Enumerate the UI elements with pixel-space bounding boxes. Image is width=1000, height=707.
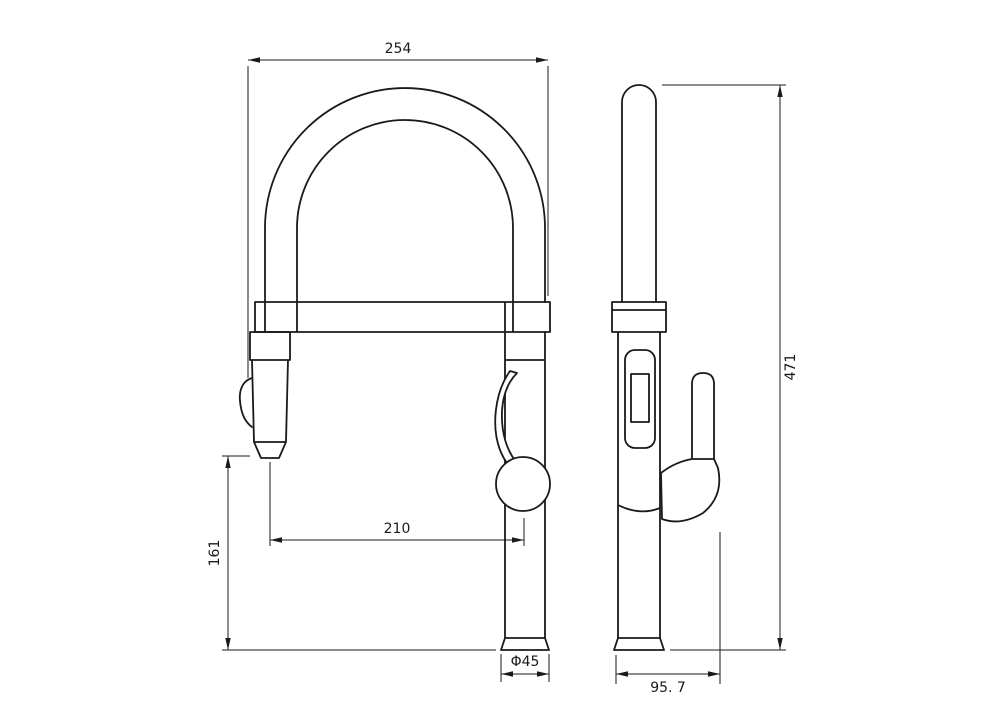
- ball-joint: [495, 456, 551, 512]
- spray-trigger: [238, 377, 253, 428]
- side-handle: [660, 372, 721, 523]
- spout-arc: [264, 87, 546, 303]
- collar: [611, 301, 667, 333]
- spray-head: [249, 331, 291, 459]
- holder-bracket: [254, 301, 551, 333]
- dim-label-top-width: 254: [385, 41, 412, 57]
- dim-label-spray-clearance: 161: [207, 540, 223, 567]
- spray-face-plate: [624, 349, 656, 449]
- dim-label-spout-reach: 210: [384, 521, 411, 537]
- extension-lines: [222, 66, 786, 684]
- riser-pipe: [621, 84, 657, 303]
- dim-label-base-diameter: Φ45: [511, 654, 540, 670]
- faucet-body-column: [500, 331, 550, 651]
- side-body: [613, 331, 665, 651]
- spray-face-inner: [630, 373, 650, 423]
- dim-label-body-depth: 95. 7: [650, 680, 686, 696]
- side-view: [611, 84, 721, 651]
- front-view: [238, 87, 551, 651]
- dimensions: 254 161 210 Φ45 95. 7 471: [207, 41, 799, 696]
- dim-label-overall-height: 471: [783, 354, 799, 381]
- handle-front: [494, 370, 519, 471]
